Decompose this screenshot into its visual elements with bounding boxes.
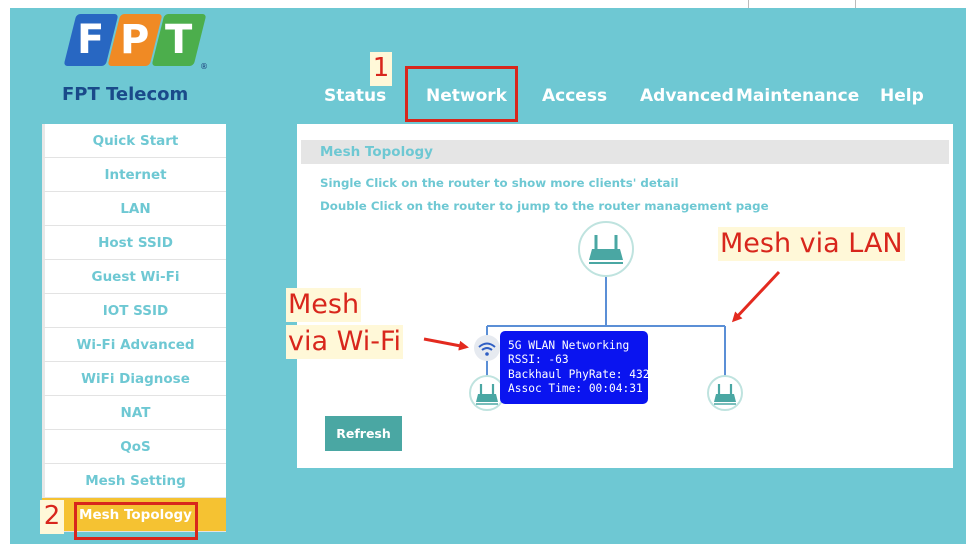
nav-access[interactable]: Access [542,86,608,106]
annotation-mesh-via-lan: Mesh via LAN [718,227,905,261]
page-title: Mesh Topology [301,140,949,164]
annotation-box-network [405,66,518,122]
nav-network[interactable]: Network [426,86,507,106]
router-icon [589,235,623,264]
annotation-arrow-lan [731,270,781,323]
refresh-button[interactable]: Refresh [325,416,402,451]
main-content-panel: Mesh Topology Single Click on the router… [297,124,953,468]
tooltip-network: 5G WLAN Networking [508,339,630,352]
registered-mark: ® [200,62,208,71]
nav-help[interactable]: Help [880,86,924,106]
annotation-mesh-line1: Mesh [286,288,362,322]
mesh-node-wifi[interactable] [469,375,505,411]
main-router-node[interactable] [578,221,634,277]
brand-name: FPT Telecom [62,84,189,105]
sidebar-item-internet[interactable]: Internet [42,158,226,192]
sidebar-item-quick-start[interactable]: Quick Start [42,124,226,158]
annotation-step-1: 1 [370,52,392,86]
nav-maintenance[interactable]: Maintenance [736,86,860,106]
sidebar-item-mesh-setting[interactable]: Mesh Setting [42,464,226,498]
wifi-icon [478,342,496,356]
nav-status[interactable]: Status [324,86,387,106]
nav-advanced[interactable]: Advanced [640,86,734,106]
sidebar-item-guest-wifi[interactable]: Guest Wi-Fi [42,260,226,294]
annotation-step-2: 2 [40,500,64,534]
sidebar-item-wifi-advanced[interactable]: Wi-Fi Advanced [42,328,226,362]
node-detail-tooltip: 5G WLAN Networking RSSI: -63 Backhaul Ph… [500,331,650,404]
tooltip-phyrate: Backhaul PhyRate: 432 [508,367,650,381]
sidebar-item-iot-ssid[interactable]: IOT SSID [42,294,226,328]
sidebar-item-nat[interactable]: NAT [42,396,226,430]
sidebar-menu: Quick Start Internet LAN Host SSID Guest… [42,124,226,532]
sidebar-item-host-ssid[interactable]: Host SSID [42,226,226,260]
router-icon [476,384,498,405]
instruction-single-click: Single Click on the router to show more … [320,176,679,190]
annotation-via-wifi-line2: via Wi-Fi [286,325,404,359]
topology-links [486,276,726,376]
wifi-link-badge [474,335,500,361]
sidebar-item-qos[interactable]: QoS [42,430,226,464]
tooltip-rssi: RSSI: -63 [508,353,569,367]
mesh-node-lan[interactable] [707,375,743,411]
sidebar-item-wifi-diagnose[interactable]: WiFi Diagnose [42,362,226,396]
sidebar-item-lan[interactable]: LAN [42,192,226,226]
router-icon [714,384,736,405]
fpt-logo: F P T ® FPT Telecom [62,14,212,108]
annotation-arrow-wifi [423,337,469,351]
tooltip-assoc-time: Assoc Time: 00:04:31 [508,381,643,395]
annotation-box-mesh-topology [74,502,198,540]
instruction-double-click: Double Click on the router to jump to th… [320,199,769,213]
